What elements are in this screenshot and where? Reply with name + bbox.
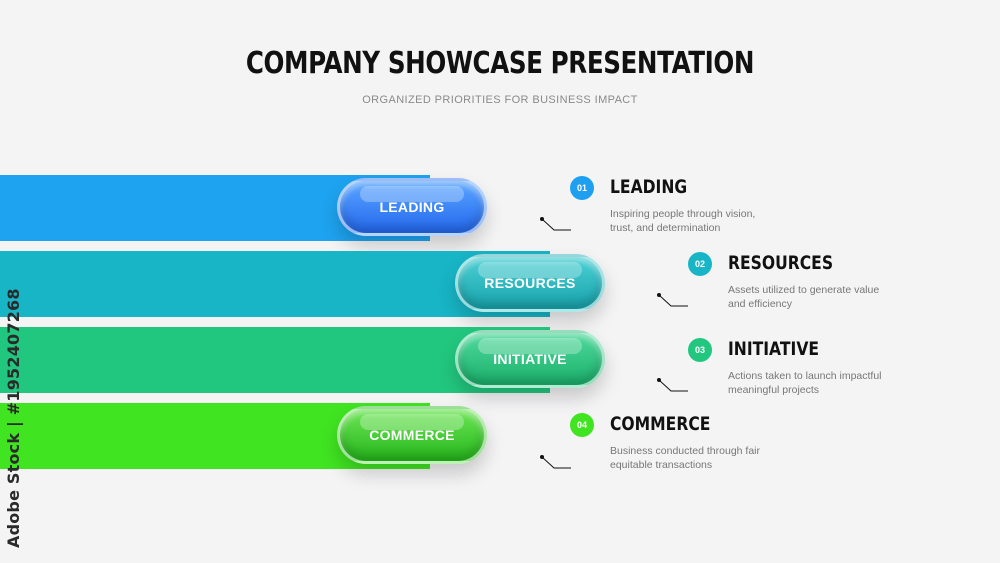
number-badge: 03: [688, 338, 712, 362]
item-heading: LEADING: [610, 176, 688, 198]
page-title: COMPANY SHOWCASE PRESENTATION: [245, 46, 755, 81]
pill-commerce: COMMERCE: [337, 406, 487, 464]
stock-watermark: Adobe Stock | #1952407268: [4, 288, 23, 548]
page-subtitle: ORGANIZED PRIORITIES FOR BUSINESS IMPACT: [362, 94, 638, 106]
pill-initiative: INITIATIVE: [455, 330, 605, 388]
number-badge: 04: [570, 413, 594, 437]
item-description: Assets utilized to generate value and ef…: [728, 284, 880, 310]
connector-line: [657, 293, 688, 307]
item-heading: COMMERCE: [610, 413, 711, 435]
connector-line: [540, 217, 571, 231]
number-badge: 01: [570, 176, 594, 200]
connector-line: [540, 455, 571, 469]
pill-resources: RESOURCES: [455, 254, 605, 312]
pill-label: LEADING: [379, 199, 445, 215]
item-description: Business conducted through fair equitabl…: [610, 445, 761, 471]
number-badge: 02: [688, 252, 712, 276]
connector-line: [657, 378, 688, 392]
pill-label: COMMERCE: [369, 427, 455, 443]
item-heading: RESOURCES: [728, 252, 834, 274]
pill-label: RESOURCES: [484, 275, 576, 291]
item-description: Inspiring people through vision, trust, …: [610, 208, 756, 234]
item-description: Actions taken to launch impactful meanin…: [728, 370, 882, 396]
pill-label: INITIATIVE: [493, 351, 567, 367]
item-heading: INITIATIVE: [728, 338, 820, 360]
pill-leading: LEADING: [337, 178, 487, 236]
